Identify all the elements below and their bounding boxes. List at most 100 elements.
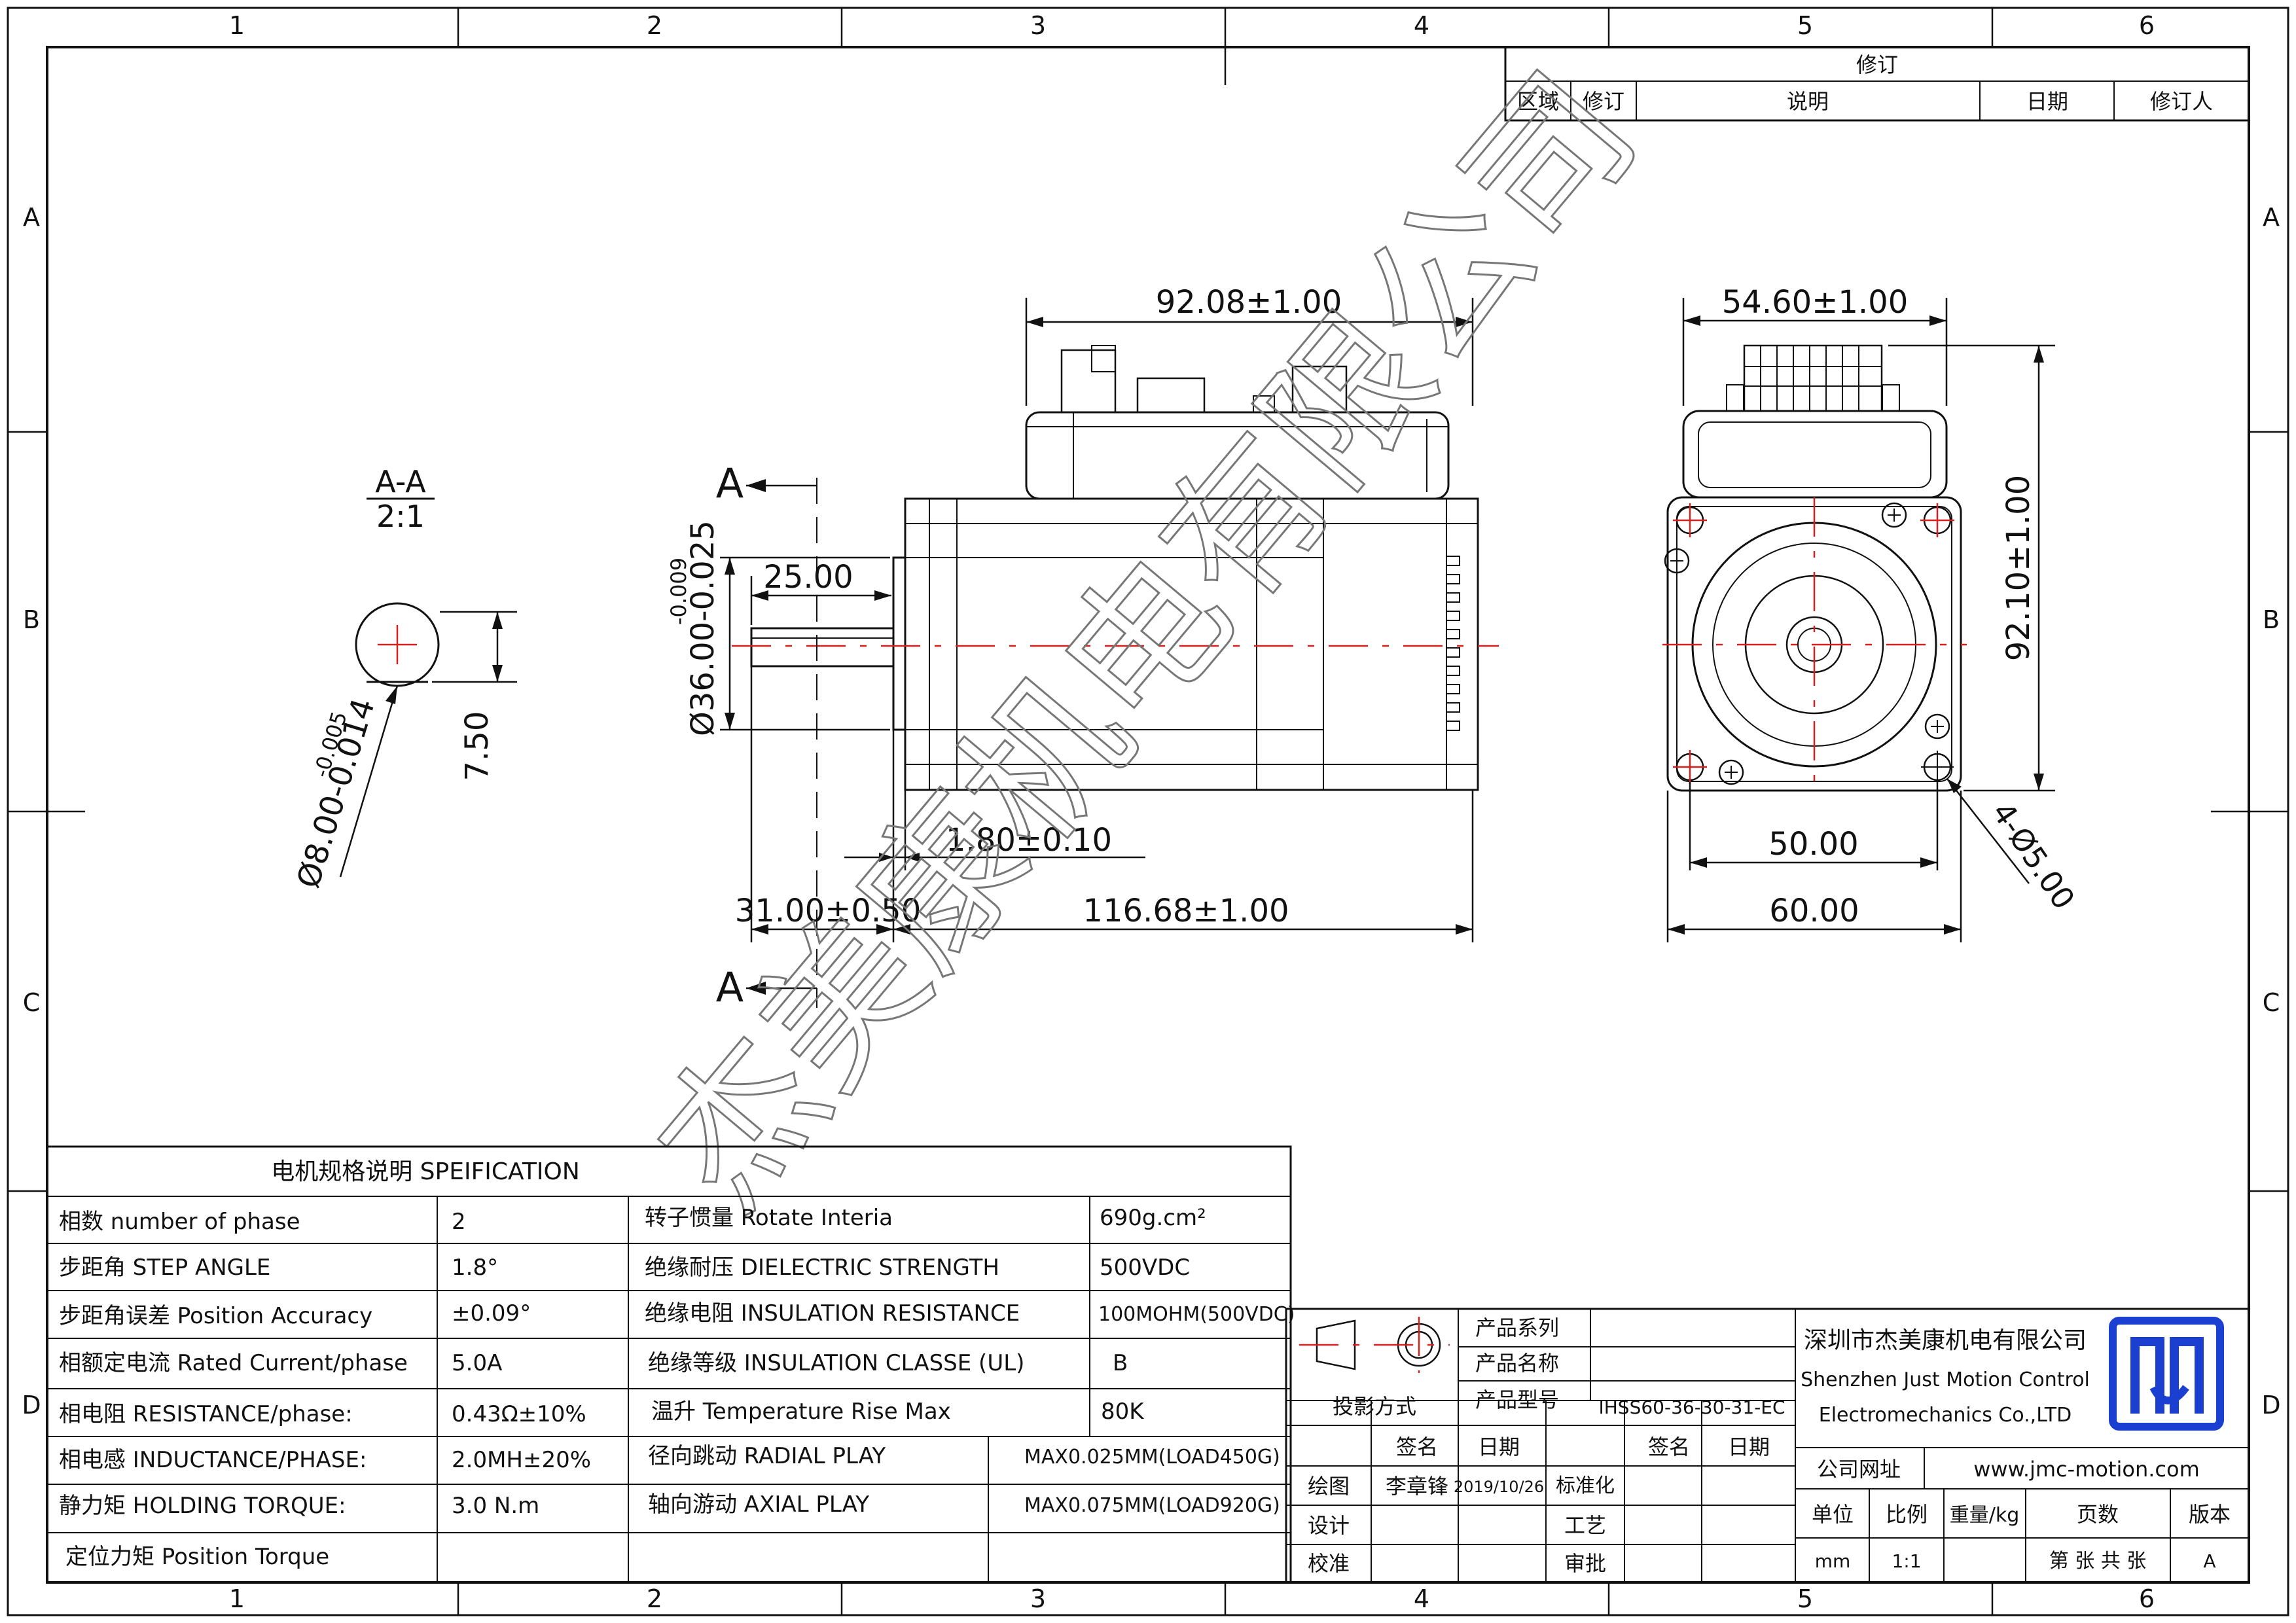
scale-value: 1:1 — [1892, 1550, 1921, 1572]
spec-cell: 步距角误差 Position Accuracy — [59, 1303, 372, 1329]
tb-label: 产品系列 — [1475, 1315, 1559, 1340]
driver-housing-front — [1682, 410, 1948, 499]
screw-icon — [1718, 759, 1744, 785]
zone-col-label: 1 — [229, 1584, 245, 1613]
watermark-text: 杰美康机电有限公司 — [621, 41, 1670, 1241]
tb-label: 投影方式 — [1333, 1394, 1416, 1419]
company-name-en2: Electromechanics Co.,LTD — [1819, 1404, 2072, 1427]
company-name-cn: 深圳市杰美康机电有限公司 — [1804, 1327, 2087, 1354]
spec-cell: B — [1113, 1350, 1128, 1376]
spec-cell: 步距角 STEP ANGLE — [59, 1255, 270, 1281]
zone-row-label: D — [22, 1391, 41, 1419]
width-dim: 54.60±1.00 — [1722, 284, 1909, 321]
projection-symbol-icon — [1299, 1317, 1450, 1373]
tb-label: 页数 — [2077, 1502, 2119, 1527]
tb-label: 产品名称 — [1475, 1351, 1559, 1376]
spec-cell: 1.8° — [452, 1255, 498, 1281]
revision-title: 修订 — [1856, 52, 1898, 77]
zone-row-label: B — [2263, 605, 2280, 634]
zone-row-label: D — [2261, 1391, 2280, 1419]
height-dim: 92.10±1.00 — [2000, 475, 2037, 662]
spec-cell: 轴向游动 AXIAL PLAY — [648, 1491, 869, 1518]
drawn-by: 李章锋 — [1386, 1474, 1448, 1499]
title-block: 产品系列 产品名称 投影方式 产品型号 IHSS60-36-30-31-EC 签… — [1285, 1308, 2250, 1584]
spec-cell: 690g.cm² — [1100, 1205, 1206, 1231]
section-name: A-A — [375, 464, 426, 499]
flange-thickness-dim: 1.80±0.10 — [946, 822, 1112, 859]
screw-icon — [1664, 548, 1690, 574]
flange-size-dim: 60.00 — [1769, 893, 1859, 929]
spec-cell: 温升 Temperature Rise Max — [651, 1399, 951, 1425]
screw-icon — [1881, 502, 1907, 528]
spec-cell: 相电感 INDUCTANCE/PHASE: — [59, 1447, 367, 1473]
holes-dim: 4-Ø5.00 — [1985, 796, 2082, 916]
body-length-dim: 92.08±1.00 — [1156, 284, 1342, 321]
tb-label: 日期 — [1478, 1435, 1520, 1459]
tb-label: 签名 — [1648, 1435, 1690, 1459]
tb-label: 审批 — [1564, 1551, 1606, 1576]
section-scale: 2:1 — [376, 499, 425, 534]
tb-label: 单位 — [1812, 1502, 1854, 1527]
tb-label: 签名 — [1396, 1435, 1438, 1459]
zone-col-label: 6 — [2139, 11, 2155, 40]
zone-col-label: 1 — [229, 11, 245, 40]
pages-value: 第 张 共 张 — [2049, 1550, 2147, 1573]
spec-cell: 相额定电流 Rated Current/phase — [59, 1350, 408, 1376]
pilot-diameter-tol: -0.009 — [666, 558, 691, 625]
spec-cell: MAX0.025MM(LOAD450G) — [1024, 1446, 1280, 1469]
tb-label: 工艺 — [1564, 1513, 1606, 1538]
company-name-en1: Shenzhen Just Motion Control — [1801, 1368, 2090, 1391]
flange-pilot — [892, 556, 906, 731]
tb-label: 标准化 — [1556, 1474, 1615, 1497]
zone-row-label: C — [23, 988, 41, 1017]
total-length-dim: 116.68±1.00 — [1083, 893, 1289, 929]
spec-cell: 5.0A — [452, 1350, 502, 1376]
revision-header: 日期 — [2026, 89, 2068, 114]
revision-table: 修订 区域 修订 说明 日期 修订人 — [1504, 46, 2250, 122]
spec-cell: 绝缘耐压 DIELECTRIC STRENGTH — [645, 1255, 999, 1281]
zone-col-label: 5 — [1797, 1584, 1813, 1613]
zone-col-label: 3 — [1030, 1584, 1046, 1613]
tb-label: 日期 — [1728, 1435, 1770, 1459]
spec-cell: 80K — [1101, 1399, 1145, 1425]
spec-cell: 2.0MH±20% — [452, 1447, 591, 1473]
zone-row-label: A — [23, 203, 40, 232]
spec-cell: 0.43Ω±10% — [452, 1401, 586, 1427]
zone-col-label: 5 — [1797, 11, 1813, 40]
watermark: 杰美康机电有限公司 — [620, 39, 1672, 1242]
section-marker-bottom: A — [716, 963, 744, 1011]
zone-row-label: C — [2263, 988, 2280, 1017]
shaft-length-dim: 31.00±0.50 — [735, 893, 922, 929]
connector-3 — [1291, 365, 1348, 414]
tb-label: 绘图 — [1308, 1474, 1350, 1499]
spec-cell: 静力矩 HOLDING TORQUE: — [59, 1493, 346, 1519]
revision-header: 修订 — [1583, 89, 1624, 114]
spec-table: 电机规格说明 SPEIFICATION 相数 number of phase 2… — [46, 1145, 1295, 1584]
shaft-flat-dim: 25.00 — [763, 559, 853, 596]
company-logo — [2109, 1317, 2224, 1431]
spec-cell: 100MOHM(500VDC) — [1098, 1303, 1295, 1326]
section-marker-top: A — [716, 459, 744, 507]
zone-col-label: 3 — [1030, 11, 1046, 40]
tb-label: 设计 — [1308, 1513, 1350, 1538]
terminal-block — [1743, 344, 1883, 412]
spec-cell: 相数 number of phase — [59, 1209, 300, 1235]
connector-2 — [1136, 377, 1206, 414]
connector-1 — [1060, 349, 1117, 414]
tb-label: 版本 — [2189, 1502, 2231, 1527]
spec-cell: 转子惯量 Rotate Interia — [645, 1205, 893, 1231]
motor-shaft — [750, 627, 895, 668]
revision-header: 区域 — [1517, 89, 1559, 114]
spec-cell: ±0.09° — [452, 1300, 531, 1327]
tb-label: 重量/kg — [1950, 1504, 2020, 1527]
spec-cell: 相电阻 RESISTANCE/phase: — [59, 1401, 353, 1427]
spec-cell: 绝缘电阻 INSULATION RESISTANCE — [645, 1300, 1020, 1327]
tb-label: 公司网址 — [1817, 1457, 1901, 1482]
zone-col-label: 2 — [647, 11, 662, 40]
section-flat-dim: 7.50 — [459, 711, 495, 781]
zone-col-label: 4 — [1414, 11, 1429, 40]
version-value: A — [2203, 1550, 2215, 1572]
spec-cell: 500VDC — [1100, 1255, 1190, 1281]
zone-col-label: 6 — [2139, 1584, 2155, 1613]
